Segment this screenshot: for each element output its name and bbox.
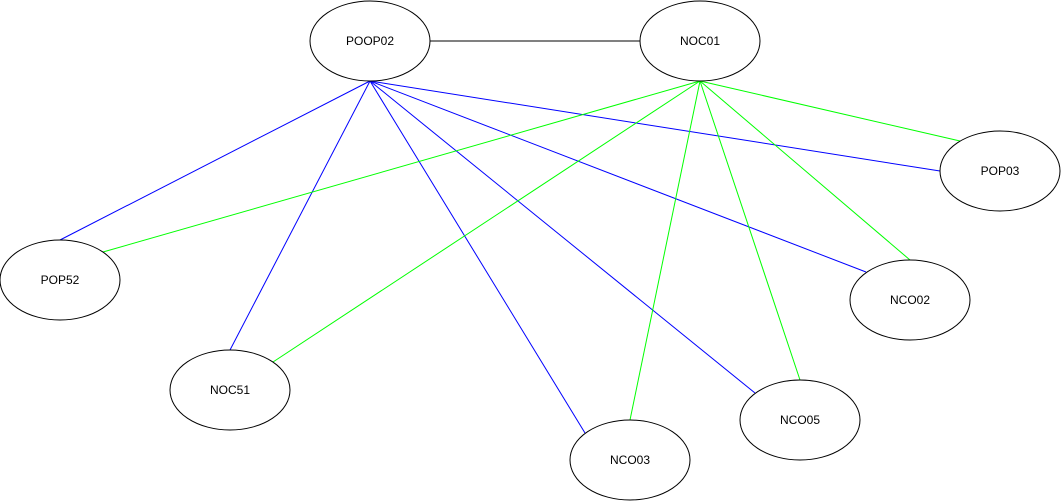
node-nco05-shape xyxy=(739,379,861,461)
edge-noc01-pop03 xyxy=(699,80,961,142)
node-noc01-label: NOC01 xyxy=(680,34,720,48)
edge-noc01-pop52 xyxy=(102,80,701,253)
edges-layer xyxy=(59,40,961,434)
node-poop02[interactable]: POOP02 xyxy=(309,0,431,82)
node-pop03[interactable]: POP03 xyxy=(939,130,1061,212)
edge-poop02-nco05 xyxy=(369,80,756,394)
edge-noc01-nco05 xyxy=(699,80,801,381)
node-pop03-label: POP03 xyxy=(981,164,1020,178)
edge-noc01-nco03 xyxy=(629,80,701,421)
node-pop52-shape xyxy=(0,239,121,321)
node-noc51-shape xyxy=(169,349,291,431)
node-pop52-label: POP52 xyxy=(41,273,80,287)
node-pop03-shape xyxy=(939,130,1061,212)
node-nco05-label: NCO05 xyxy=(780,413,820,427)
node-noc01[interactable]: NOC01 xyxy=(639,0,761,82)
node-nco03[interactable]: NCO03 xyxy=(569,419,691,501)
node-nco02-label: NCO02 xyxy=(890,293,930,307)
node-noc51-label: NOC51 xyxy=(210,383,250,397)
edge-noc01-noc51 xyxy=(272,80,701,363)
node-nco03-label: NCO03 xyxy=(610,453,650,467)
edge-poop02-nco03 xyxy=(369,80,586,434)
edge-poop02-nco02 xyxy=(369,80,867,273)
node-nco05[interactable]: NCO05 xyxy=(739,379,861,461)
edge-poop02-noc51 xyxy=(229,80,371,351)
edge-noc01-nco02 xyxy=(699,80,911,261)
node-nco02-shape xyxy=(849,259,971,341)
node-pop52[interactable]: POP52 xyxy=(0,239,121,321)
node-noc01-shape xyxy=(639,0,761,82)
edge-poop02-pop03 xyxy=(369,80,941,172)
node-nco03-shape xyxy=(569,419,691,501)
node-poop02-shape xyxy=(309,0,431,82)
edge-poop02-pop52 xyxy=(59,80,371,241)
node-poop02-label: POOP02 xyxy=(346,34,394,48)
node-noc51[interactable]: NOC51 xyxy=(169,349,291,431)
node-nco02[interactable]: NCO02 xyxy=(849,259,971,341)
